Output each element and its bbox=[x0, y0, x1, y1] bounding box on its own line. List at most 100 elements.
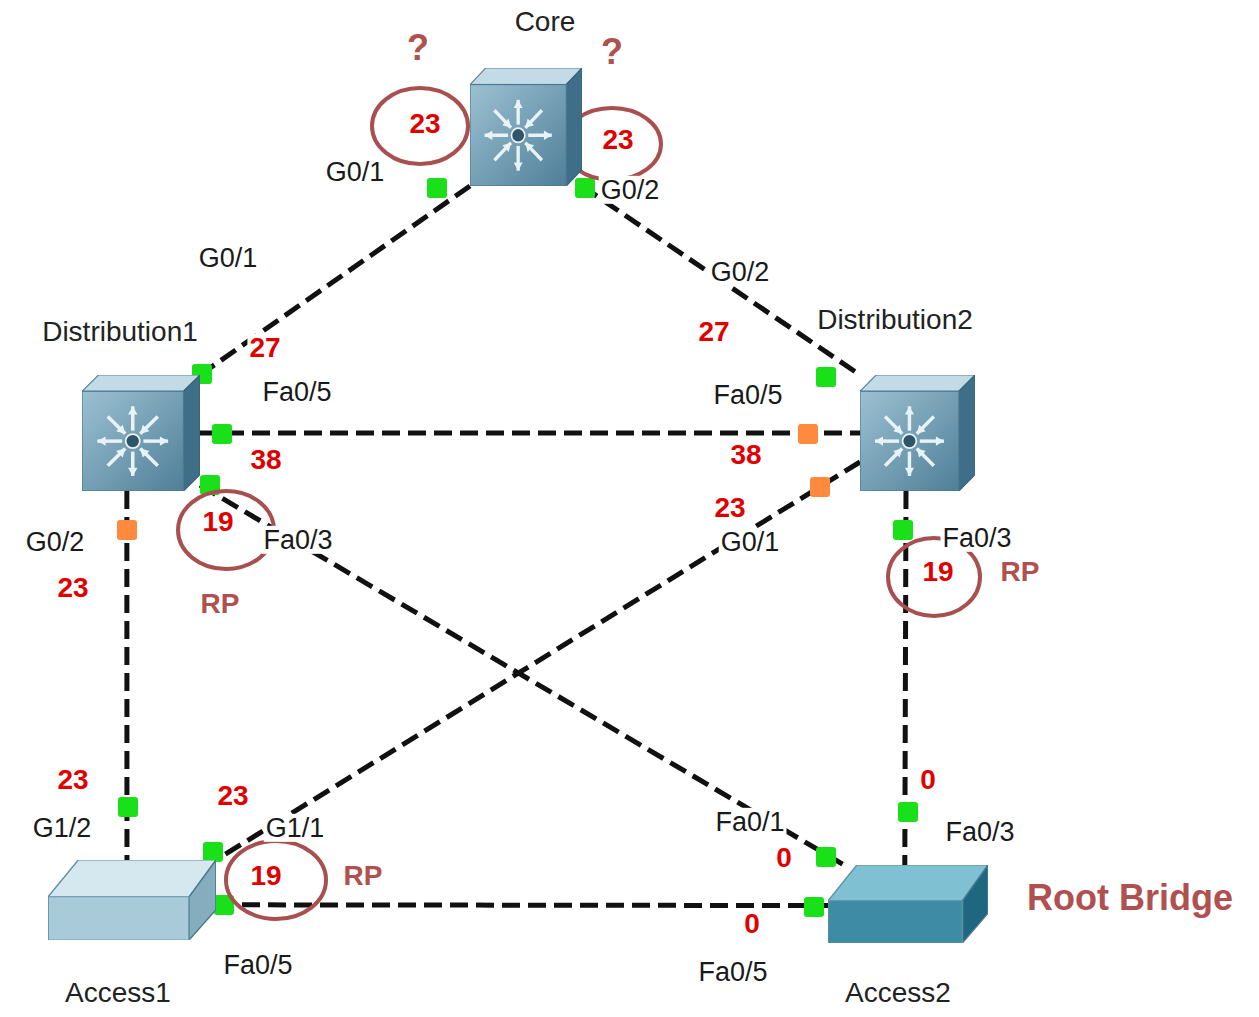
question-mark: ? bbox=[405, 29, 431, 67]
path-cost: 23 bbox=[407, 109, 442, 138]
switch-arrowhead bbox=[514, 162, 523, 170]
switch-arrowhead bbox=[128, 468, 137, 476]
switch-arrowhead bbox=[917, 449, 926, 458]
port-dot bbox=[117, 178, 918, 917]
switch-side bbox=[566, 68, 582, 186]
access-switch: Access2 bbox=[828, 865, 988, 943]
network-link bbox=[216, 902, 828, 908]
multilayer-switch-icon bbox=[82, 375, 200, 491]
switch-arrowhead bbox=[875, 436, 883, 445]
port-role: RP bbox=[199, 589, 242, 618]
switch-side bbox=[959, 375, 975, 491]
port-name: G0/2 bbox=[709, 258, 772, 286]
question-mark: ? bbox=[599, 33, 625, 71]
switch-hub bbox=[126, 434, 140, 448]
switch-arrow bbox=[108, 417, 126, 434]
path-cost: 23 bbox=[600, 125, 635, 154]
switch-arrowhead bbox=[140, 425, 149, 434]
switch-top bbox=[48, 860, 216, 897]
device-name: Core bbox=[513, 7, 578, 38]
switch-arrowhead bbox=[525, 143, 534, 152]
multilayer-switch: Distribution1 bbox=[82, 375, 200, 491]
switch-arrowhead bbox=[502, 143, 511, 152]
switch-arrowhead bbox=[917, 425, 926, 434]
port-name: G0/1 bbox=[324, 158, 387, 186]
switch-arrow bbox=[917, 417, 934, 434]
port-name: Fa0/5 bbox=[260, 378, 333, 406]
device-name: Distribution2 bbox=[815, 305, 975, 336]
switch-arrowhead bbox=[502, 119, 511, 128]
network-link bbox=[582, 186, 860, 375]
port-name: Fa0/3 bbox=[940, 524, 1013, 552]
network-link bbox=[216, 462, 860, 860]
port-dot bbox=[893, 520, 913, 540]
port-dot bbox=[117, 520, 137, 540]
path-cost: 23 bbox=[55, 573, 90, 602]
path-cost: 0 bbox=[918, 765, 938, 794]
switch-front bbox=[470, 85, 566, 186]
path-cost: 27 bbox=[247, 333, 282, 362]
switch-arrowhead bbox=[128, 406, 137, 414]
switch-arrowhead bbox=[544, 131, 552, 140]
switch-front bbox=[82, 391, 183, 491]
port-name: G1/1 bbox=[264, 814, 327, 842]
port-name: Fa0/5 bbox=[711, 381, 784, 409]
access-switch-icon bbox=[828, 865, 988, 943]
switch-side bbox=[962, 865, 988, 943]
switch-top bbox=[470, 68, 582, 85]
path-cost: 0 bbox=[742, 909, 762, 938]
port-name: G0/2 bbox=[24, 528, 87, 556]
path-cost: 27 bbox=[696, 317, 731, 346]
switch-front bbox=[48, 897, 189, 940]
path-cost: 19 bbox=[200, 507, 235, 536]
path-cost: 0 bbox=[774, 843, 794, 872]
switch-arrow bbox=[885, 449, 902, 466]
port-dot bbox=[804, 897, 824, 917]
device-name: Access2 bbox=[843, 978, 953, 1009]
switch-arrowhead bbox=[893, 449, 902, 458]
path-cost: 19 bbox=[248, 861, 283, 890]
port-dot bbox=[427, 178, 447, 198]
switch-arrow bbox=[525, 143, 542, 161]
path-cost: 23 bbox=[55, 765, 90, 794]
port-dot bbox=[575, 178, 595, 198]
port-role: RP bbox=[342, 861, 385, 890]
highlight-ring bbox=[372, 88, 468, 164]
port-dot bbox=[816, 367, 836, 387]
multilayer-switch-icon bbox=[470, 68, 582, 186]
port-name: Fa0/3 bbox=[261, 526, 334, 554]
highlight-ring bbox=[178, 88, 980, 919]
switch-arrowhead bbox=[160, 436, 168, 445]
switch-arrow bbox=[917, 449, 934, 466]
multilayer-switch: Distribution2 bbox=[860, 375, 975, 491]
switch-arrow bbox=[494, 143, 511, 161]
switch-arrowhead bbox=[514, 100, 523, 108]
port-name: Fa0/1 bbox=[713, 808, 786, 836]
path-cost: 38 bbox=[248, 445, 283, 474]
root-bridge-note: Root Bridge bbox=[1025, 879, 1235, 917]
switch-hub bbox=[511, 128, 524, 142]
port-name: Fa0/5 bbox=[696, 958, 769, 986]
port-name: G0/1 bbox=[197, 244, 260, 272]
switch-arrow bbox=[140, 417, 158, 434]
path-cost: 23 bbox=[215, 781, 250, 810]
access-switch-icon bbox=[48, 860, 216, 940]
port-dot bbox=[810, 477, 830, 497]
switch-arrowhead bbox=[936, 436, 944, 445]
port-dot bbox=[898, 802, 918, 822]
switch-arrowhead bbox=[116, 449, 125, 458]
multilayer-switch-icon bbox=[860, 375, 975, 491]
switch-top bbox=[828, 865, 988, 901]
switch-arrowhead bbox=[525, 119, 534, 128]
highlight-ring bbox=[178, 491, 274, 569]
switch-front bbox=[860, 391, 959, 491]
switch-hub bbox=[903, 434, 917, 448]
switch-side bbox=[189, 860, 216, 940]
port-name: G1/2 bbox=[31, 814, 94, 842]
port-name: Fa0/5 bbox=[221, 951, 294, 979]
port-dot bbox=[203, 842, 223, 862]
device-name: Distribution1 bbox=[40, 317, 200, 348]
switch-arrowhead bbox=[905, 406, 914, 414]
switch-arrowhead bbox=[485, 131, 493, 140]
switch-top bbox=[860, 375, 975, 391]
